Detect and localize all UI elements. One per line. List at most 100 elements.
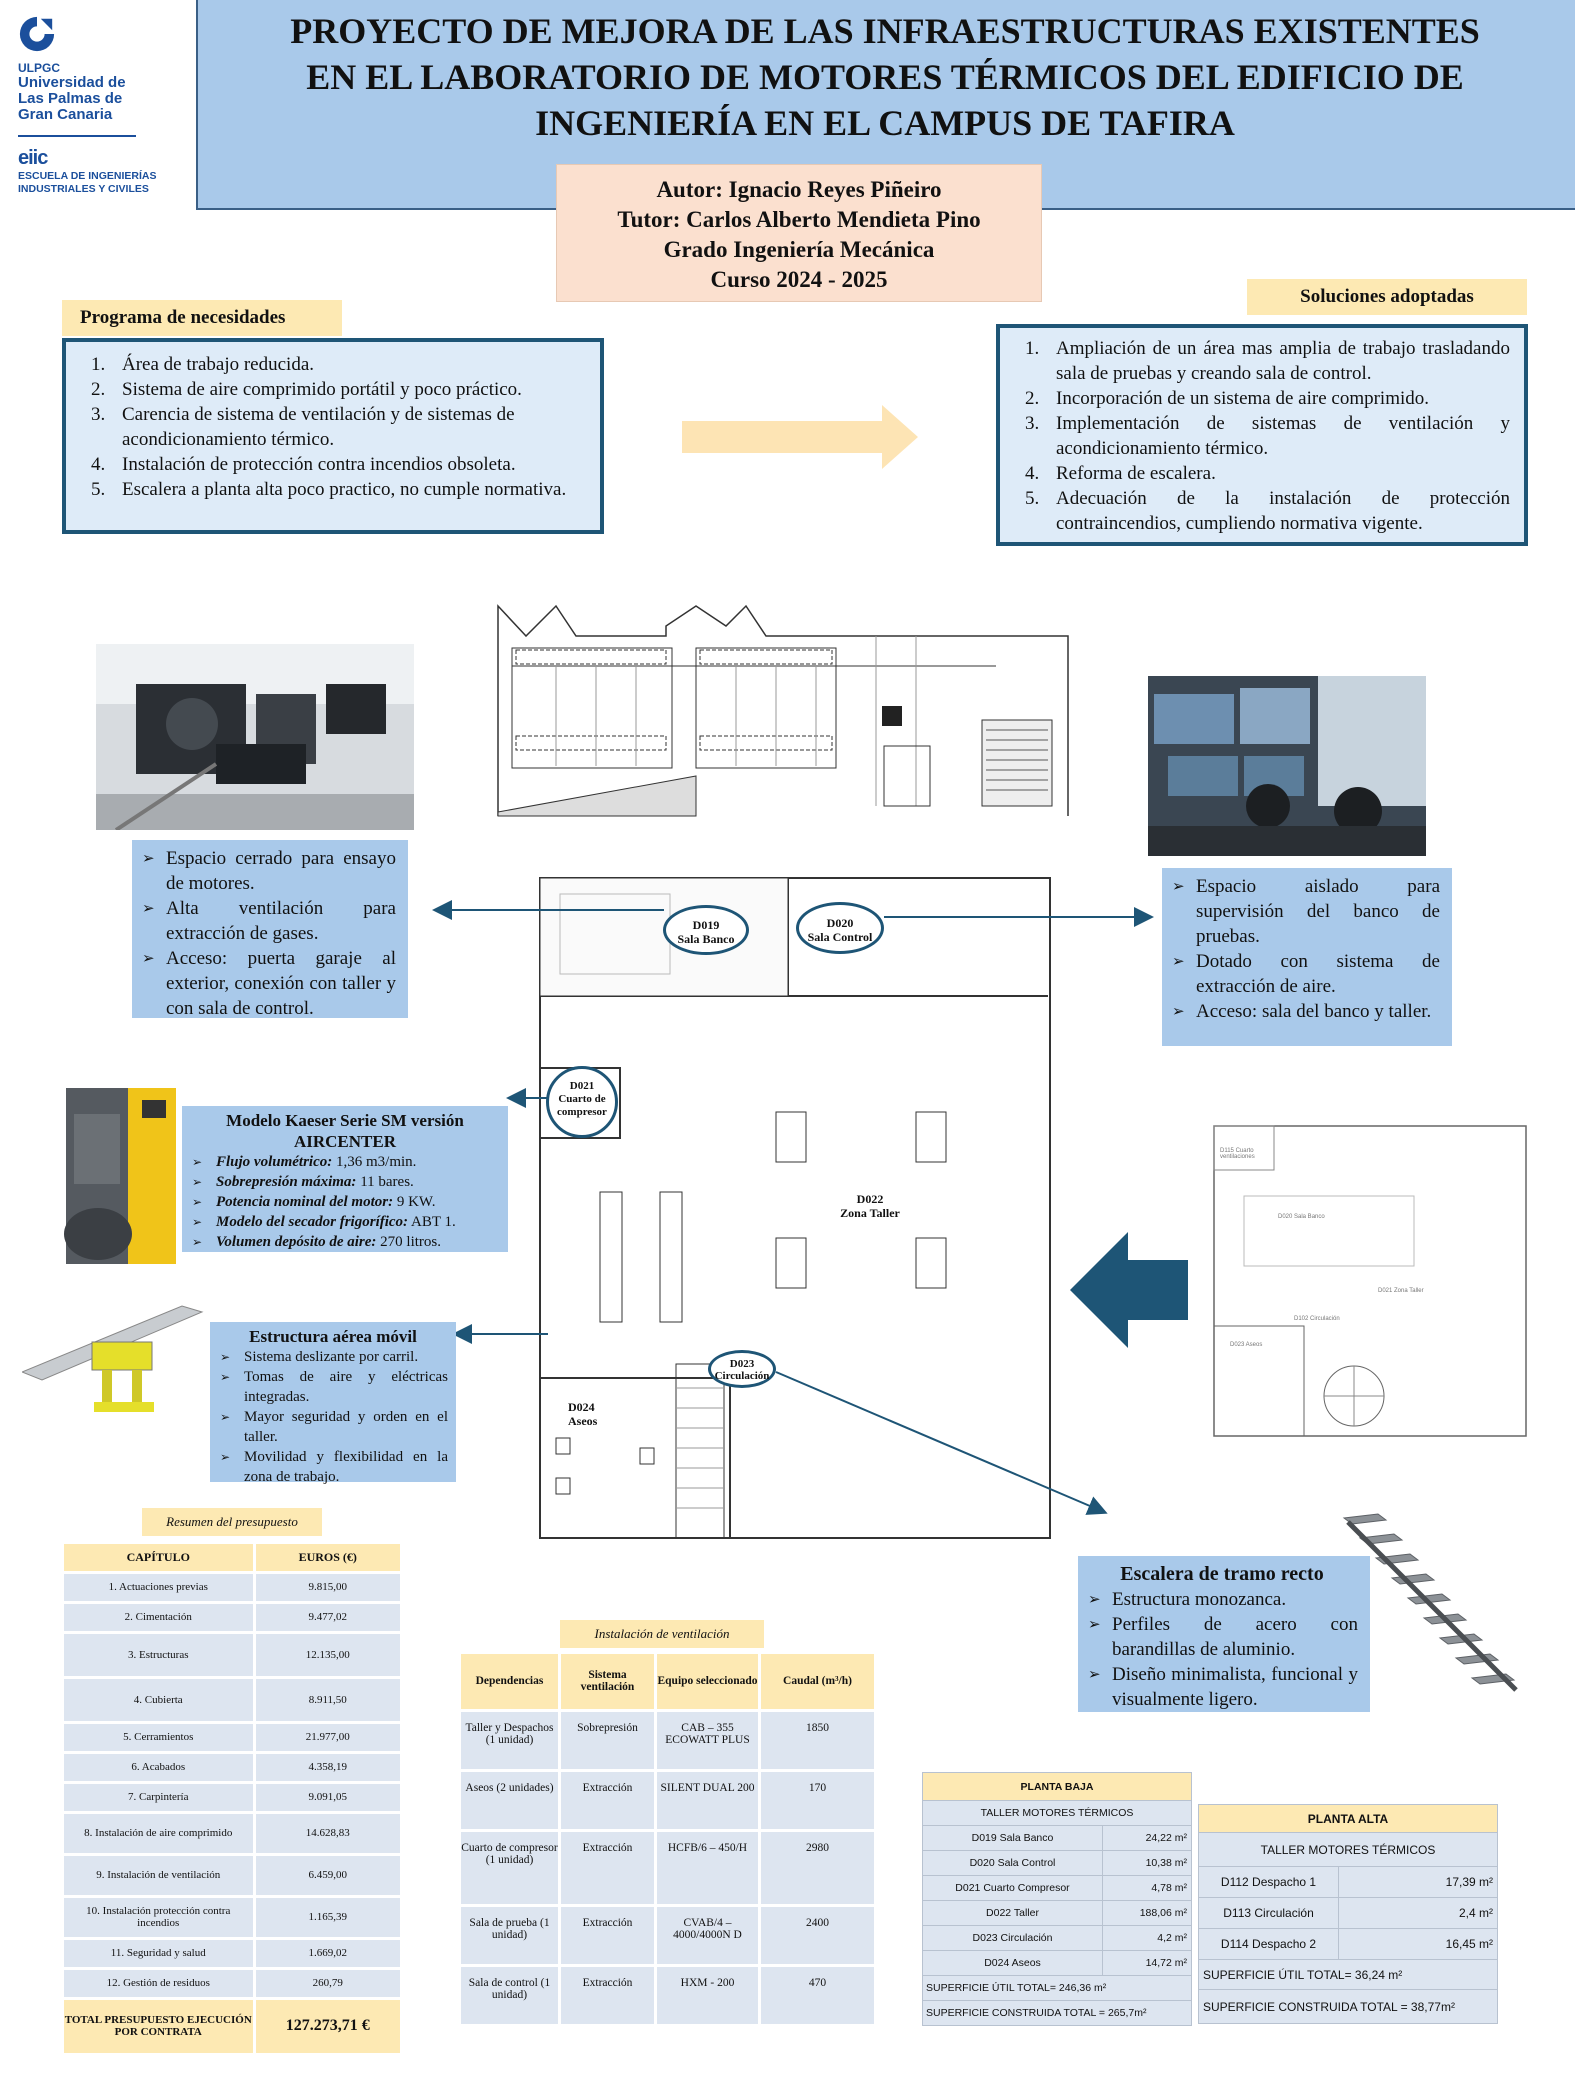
needs-item: Instalación de protección contra incendi…: [110, 452, 588, 477]
budget-chapter: 10. Instalación protección contra incend…: [64, 1896, 254, 1940]
needs-item: Sistema de aire comprimido portátil y po…: [110, 377, 588, 402]
room-code: D019: [692, 918, 720, 932]
budget-amount: 9.815,00: [252, 1572, 400, 1604]
room-name: Aseos: [568, 1414, 598, 1428]
left-arrow-icon: [1070, 1232, 1188, 1348]
ventilation-header: Sistema ventilación: [558, 1654, 656, 1712]
area-room: D113 Circulación: [1198, 1897, 1339, 1929]
budget-amount: 9.091,05: [252, 1782, 400, 1814]
budget-amount: 14.628,83: [252, 1812, 400, 1856]
budget-table: CAPÍTULO EUROS (€) 1. Actuaciones previa…: [64, 1544, 400, 2056]
ventilation-cell: Extracción: [558, 1830, 656, 1907]
poster-title: PROYECTO DE MEJORA DE LAS INFRAESTRUCTUR…: [210, 8, 1560, 146]
budget-header: EUROS (€): [252, 1544, 400, 1574]
stairs-callout: Escalera de tramo recto Estructura monoz…: [1078, 1556, 1370, 1712]
area-value: 2,4 m²: [1338, 1897, 1498, 1929]
ventilation-cell: Aseos (2 unidades): [458, 1770, 560, 1832]
aerial-item: Mayor seguridad y orden en el taller.: [218, 1407, 448, 1447]
control-room-item: Dotado con sistema de extracción de aire…: [1170, 949, 1440, 999]
control-room-callout: Espacio aislado para supervisión del ban…: [1162, 868, 1452, 1046]
ventilation-cell: Sala de control (1 unidad): [458, 1965, 560, 2027]
compressor-spec: Sobrepresión máxima: 11 bares.: [190, 1172, 500, 1192]
budget-chapter: 2. Cimentación: [64, 1602, 254, 1634]
ground-useful-total: SUPERFICIE ÚTIL TOTAL= 246,36 m²: [922, 1975, 1192, 2001]
stairs-item: Perfiles de acero con barandillas de alu…: [1086, 1612, 1358, 1662]
room-code: D020: [826, 916, 854, 930]
ventilation-header: Dependencias: [458, 1654, 560, 1712]
budget-caption: Resumen del presupuesto: [142, 1508, 322, 1536]
budget-chapter: 4. Cubierta: [64, 1677, 254, 1724]
aerial-heading: Estructura aérea móvil: [249, 1327, 417, 1346]
ventilation-cell: Cuarto de compresor (1 unidad): [458, 1830, 560, 1907]
ventilation-cell: SILENT DUAL 200: [654, 1770, 760, 1832]
university-name-line: Universidad de: [18, 74, 126, 91]
ground-built-total: SUPERFICIE CONSTRUIDA TOTAL = 265,7m²: [922, 2000, 1192, 2026]
ulpgc-acronym: ULPGC: [18, 61, 60, 75]
area-room: D019 Sala Banco: [922, 1825, 1103, 1851]
budget-amount: 8.911,50: [252, 1677, 400, 1724]
upper-floor-title: PLANTA ALTA: [1198, 1804, 1498, 1833]
solutions-heading: Soluciones adoptadas: [1247, 279, 1527, 315]
needs-panel: Área de trabajo reducida. Sistema de air…: [62, 338, 604, 534]
needs-heading: Programa de necesidades: [62, 300, 342, 336]
engine-test-bench-photo: [96, 644, 414, 830]
budget-amount: 12.135,00: [252, 1632, 400, 1679]
bench-room-item: Acceso: puerta garaje al exterior, conex…: [140, 946, 396, 1021]
solutions-item: Incorporación de un sistema de aire comp…: [1044, 386, 1510, 411]
ventilation-cell: Taller y Despachos (1 unidad): [458, 1710, 560, 1772]
tutor: Tutor: Carlos Alberto Mendieta Pino: [617, 207, 981, 232]
solutions-item: Reforma de escalera.: [1044, 461, 1510, 486]
ventilation-cell: Extracción: [558, 1905, 656, 1967]
room-label-d020: D020 Sala Control: [796, 902, 884, 954]
ventilation-cell: Sala de prueba (1 unidad): [458, 1905, 560, 1967]
right-arrow-icon: [682, 405, 918, 469]
room-name: Sala Control: [807, 930, 873, 944]
aerial-item: Tomas de aire y eléctricas integradas.: [218, 1367, 448, 1407]
budget-chapter: 1. Actuaciones previas: [64, 1572, 254, 1604]
budget-amount: 6.459,00: [252, 1854, 400, 1898]
ventilation-caption: Instalación de ventilación: [560, 1620, 764, 1648]
course: Curso 2024 - 2025: [710, 267, 888, 292]
ventilation-cell: CVAB/4 – 4000/4000N D: [654, 1905, 760, 1967]
compressor-spec: Flujo volumétrico: 1,36 m3/min.: [190, 1152, 500, 1172]
upper-plan-label: D020 Sala Banco: [1278, 1214, 1325, 1220]
compressor-spec: Potencia nominal del motor: 9 KW.: [190, 1192, 500, 1212]
area-value: 24,22 m²: [1102, 1825, 1192, 1851]
stairs-item: Diseño minimalista, funcional y visualme…: [1086, 1662, 1358, 1712]
ventilation-cell: HXM - 200: [654, 1965, 760, 2027]
room-code: D022: [856, 1192, 884, 1206]
area-value: 4,78 m²: [1102, 1875, 1192, 1901]
solutions-item: Adecuación de la instalación de protecci…: [1044, 486, 1510, 536]
ground-floor-plan: [539, 877, 1051, 1539]
ventilation-cell: 470: [758, 1965, 874, 2027]
bench-room-item: Espacio cerrado para ensayo de motores.: [140, 846, 396, 896]
ventilation-cell: Extracción: [558, 1770, 656, 1832]
budget-amount: 260,79: [252, 1968, 400, 2000]
ventilation-table: Dependencias Sistema ventilación Equipo …: [458, 1654, 874, 2027]
budget-chapter: 7. Carpintería: [64, 1782, 254, 1814]
upper-floor-plan: [1213, 1125, 1527, 1437]
needs-item: Carencia de sistema de ventilación y de …: [110, 402, 588, 452]
stairs-item: Estructura monozanca.: [1086, 1587, 1358, 1612]
budget-header: CAPÍTULO: [64, 1544, 254, 1574]
ventilation-cell: HCFB/6 – 450/H: [654, 1830, 760, 1907]
area-value: 188,06 m²: [1102, 1900, 1192, 1926]
aerial-structure-callout: Estructura aérea móvil Sistema deslizant…: [210, 1322, 456, 1485]
upper-plan-label: D023 Aseos: [1230, 1342, 1263, 1348]
room-label-d021: D021 Cuarto de compresor: [546, 1066, 618, 1138]
budget-chapter: 12. Gestión de residuos: [64, 1968, 254, 2000]
ulpgc-logo-icon: [19, 16, 55, 52]
aerial-item: Movilidad y flexibilidad en la zona de t…: [218, 1447, 448, 1487]
solutions-item: Ampliación de un área mas amplia de trab…: [1044, 336, 1510, 386]
bench-room-callout: Espacio cerrado para ensayo de motores. …: [132, 840, 408, 1021]
room-name: compresor: [557, 1106, 607, 1118]
room-code: D021: [569, 1080, 595, 1092]
credits-box: Autor: Ignacio Reyes Piñeiro Tutor: Carl…: [556, 164, 1042, 302]
budget-chapter: 5. Cerramientos: [64, 1722, 254, 1754]
room-label-d023: D023 Circulación: [708, 1350, 776, 1388]
kaeser-compressor-photo: [64, 1088, 176, 1264]
budget-chapter: 9. Instalación de ventilación: [64, 1854, 254, 1898]
budget-chapter: 3. Estructuras: [64, 1632, 254, 1679]
stairs-heading: Escalera de tramo recto: [1120, 1563, 1324, 1585]
area-value: 4,2 m²: [1102, 1925, 1192, 1951]
